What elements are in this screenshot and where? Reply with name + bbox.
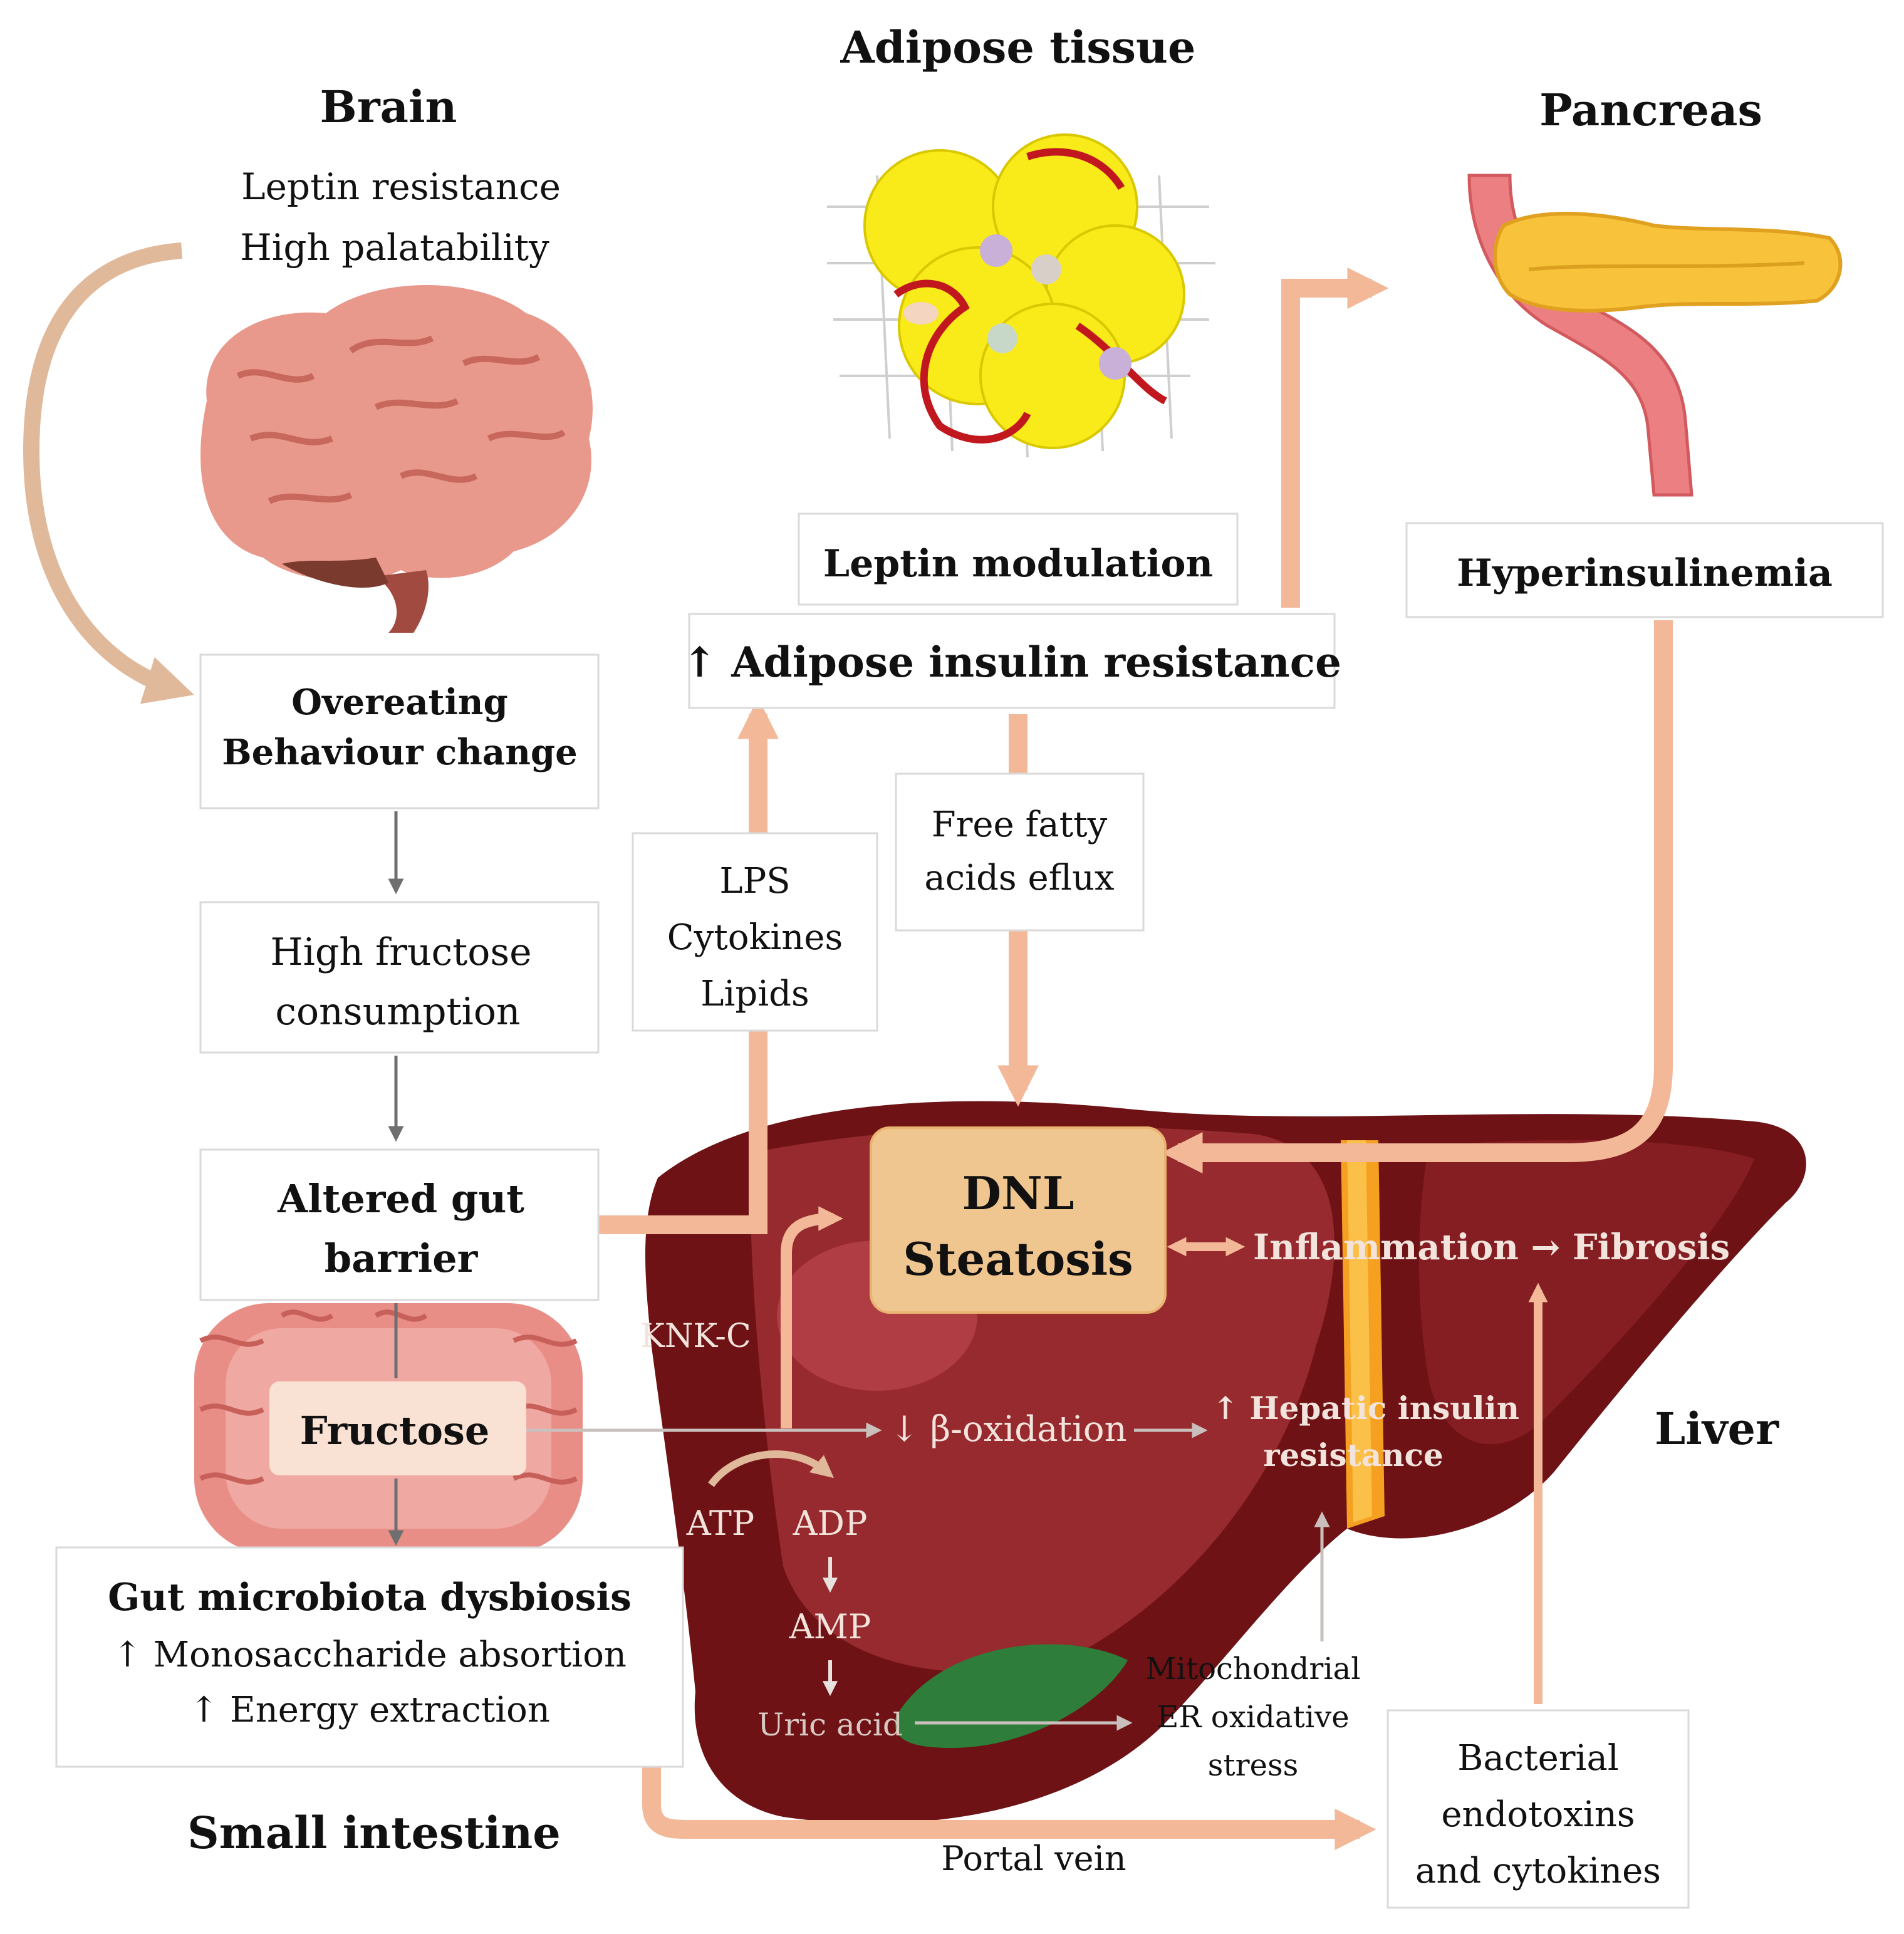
portal-vein-arrow (642, 1754, 1376, 1851)
overeating-line: Overeating (291, 682, 507, 723)
ffa-box: Free fatty acids eflux (895, 772, 1145, 932)
brain-illustration (200, 285, 593, 633)
leptin-modulation-label: Leptin modulation (823, 542, 1213, 586)
ffa-line: Free fatty (932, 804, 1108, 845)
fructose-consumption-box: High fructose consumption (199, 901, 600, 1054)
portal-vein-label: Portal vein (941, 1839, 1126, 1878)
gut-barrier-box: Altered gut barrier (199, 1148, 600, 1301)
dnl-line: DNL (962, 1167, 1074, 1220)
fructose-label: Fructose (300, 1408, 490, 1453)
adipose-title: Adipose tissue (840, 21, 1196, 73)
hyperinsulinemia-label: Hyperinsulinemia (1457, 551, 1833, 595)
hepatic-ir-line: resistance (1263, 1437, 1444, 1474)
endotoxins-line: Bacterial (1457, 1738, 1619, 1779)
mito-line: ER oxidative (1157, 1700, 1349, 1735)
lps-box: LPS Cytokines Lipids (632, 832, 878, 1032)
dysbiosis-item: ↑ Energy extraction (189, 1690, 550, 1730)
adipose-ir-box: ↑ Adipose insulin resistance (682, 613, 1341, 709)
pancreas-title: Pancreas (1539, 84, 1762, 136)
inflammation-fibrosis-label: Inflammation → Fibrosis (1253, 1227, 1730, 1268)
adipose-to-pancreas-arrow (1281, 267, 1389, 608)
brain-loop-arrow (23, 242, 194, 704)
gut-barrier-line: Altered gut (277, 1176, 524, 1222)
dysbiosis-title: Gut microbiota dysbiosis (108, 1576, 632, 1619)
mito-line: stress (1208, 1748, 1299, 1783)
hepatic-ir-line: ↑ Hepatic insulin (1212, 1390, 1519, 1427)
ffa-line: acids eflux (924, 858, 1114, 898)
lps-line: Lipids (700, 974, 809, 1014)
brain-title: Brain (320, 81, 457, 133)
uric-acid-label: Uric acid (757, 1707, 903, 1743)
insulin-arrow (1161, 620, 1673, 1174)
hyperinsulinemia-box: Hyperinsulinemia (1405, 522, 1884, 618)
lps-line: Cytokines (667, 917, 843, 958)
amp-label: AMP (789, 1607, 871, 1646)
gut-barrier-line: barrier (325, 1235, 479, 1281)
mito-line: Mitochondrial (1145, 1651, 1360, 1687)
dnl-steatosis-box: DNL Steatosis (870, 1126, 1167, 1314)
dysbiosis-box: Gut microbiota dysbiosis ↑ Monosaccharid… (55, 1546, 684, 1768)
adipose-ir-label: ↑ Adipose insulin resistance (682, 638, 1341, 687)
knk-arrow (781, 1206, 843, 1428)
leptin-modulation-box: Leptin modulation (798, 512, 1239, 606)
overeating-line: Behaviour change (222, 732, 577, 773)
fructose-consumption-line: consumption (275, 990, 520, 1034)
atp-adp-arrow (708, 1450, 835, 1487)
lps-line: LPS (719, 861, 790, 902)
liver-title: Liver (1655, 1403, 1779, 1455)
fructose-box: Fructose (269, 1381, 526, 1475)
fructose-consumption-line: High fructose (270, 930, 531, 974)
dysbiosis-item: ↑ Monosaccharide absortion (113, 1635, 627, 1675)
dnl-line: Steatosis (903, 1232, 1133, 1286)
beta-oxidation-label: ↓ β-oxidation (890, 1409, 1127, 1450)
endotoxins-line: and cytokines (1415, 1851, 1661, 1891)
endotoxins-box: Bacterial endotoxins and cytokines (1386, 1709, 1690, 1909)
brain-note: High palatability (240, 226, 549, 269)
overeating-box: Overeating Behaviour change (199, 653, 600, 809)
brain-note: Leptin resistance (241, 165, 561, 208)
gray-arrows (388, 811, 1330, 1731)
pancreas-illustration (1467, 174, 1843, 497)
adp-label: ADP (793, 1504, 868, 1543)
atp-label: ATP (686, 1504, 754, 1543)
endotoxins-line: endotoxins (1441, 1794, 1635, 1835)
small-intestine-title: Small intestine (187, 1807, 561, 1859)
adipose-illustration (827, 133, 1215, 458)
knk-label: KNK-C (640, 1318, 751, 1355)
